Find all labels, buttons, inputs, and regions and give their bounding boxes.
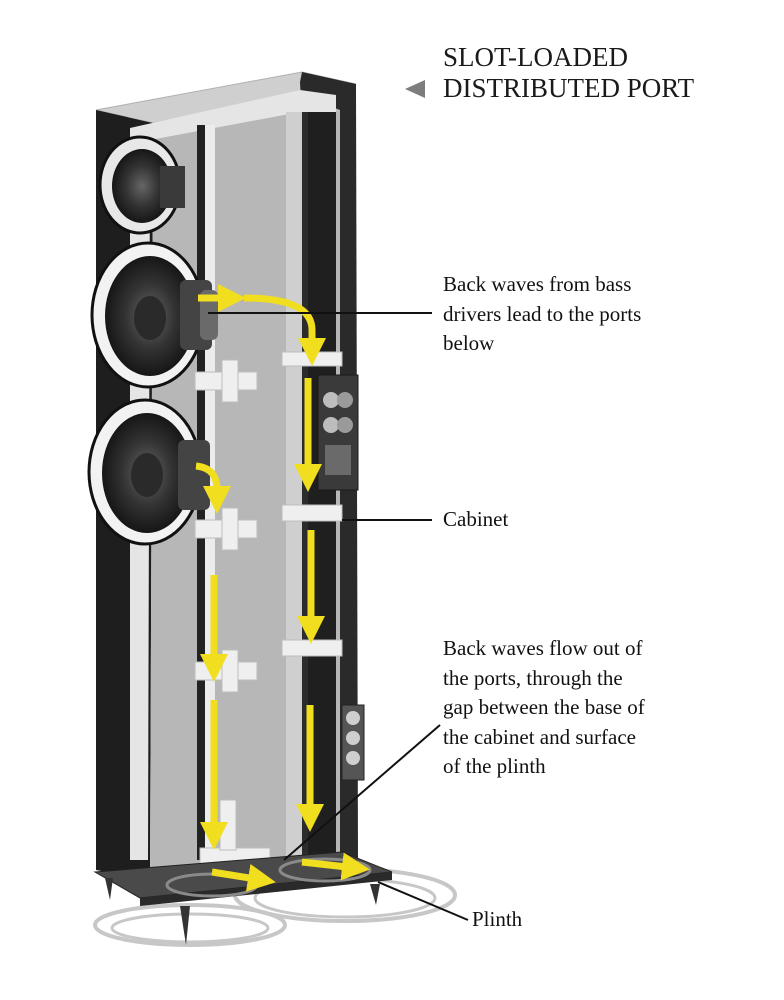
speaker-terminals: [341, 704, 365, 781]
leader-lines: [208, 312, 469, 921]
annotation-flow-out-line-4: the cabinet and surface: [443, 724, 636, 749]
annotation-bass-waves: Back waves from bass drivers lead to the…: [443, 270, 641, 359]
annotation-flow-out-line-1: Back waves flow out of: [443, 636, 643, 660]
flow-arrow-base-right: [301, 852, 370, 881]
annotation-flow-out-line-5: of the plinth: [443, 754, 546, 778]
crossover-board: [317, 374, 359, 491]
leader-line-flow-out: [283, 724, 441, 861]
annotation-plinth: Plinth: [472, 907, 523, 931]
annotation-flow-out: Back waves flow out of the ports, throug…: [443, 634, 645, 782]
annotation-bass-waves-line-3: below: [443, 331, 495, 355]
tweeter-driver: [98, 135, 185, 235]
diagram-title: SLOT-LOADED DISTRIBUTED PORT: [443, 42, 773, 104]
title-line-2: DISTRIBUTED PORT: [443, 73, 695, 103]
flow-arrow-lower-left: [195, 462, 231, 514]
inner-right-wall: [286, 112, 302, 860]
title-pointer-icon: [405, 80, 425, 98]
annotation-flow-out-line-2: the ports, through the: [443, 665, 623, 690]
title-line-1: SLOT-LOADED: [443, 42, 628, 72]
annotation-flow-out-line-3: gap between the base of: [443, 695, 645, 719]
floor-ripples: [93, 867, 457, 947]
cross-braces: [194, 351, 343, 865]
leader-line-plinth: [377, 881, 469, 921]
annotation-bass-waves-line-2: drivers lead to the ports: [443, 301, 642, 326]
annotation-bass-waves-line-1: Back waves from bass: [443, 272, 632, 296]
annotation-cabinet: Cabinet: [443, 507, 509, 531]
bass-driver-lower: [87, 398, 210, 546]
flow-arrow-upper-right: [243, 294, 326, 366]
bass-driver-upper: [90, 241, 218, 389]
flow-arrow-base-left: [211, 863, 276, 892]
flow-arrows: [195, 284, 370, 892]
